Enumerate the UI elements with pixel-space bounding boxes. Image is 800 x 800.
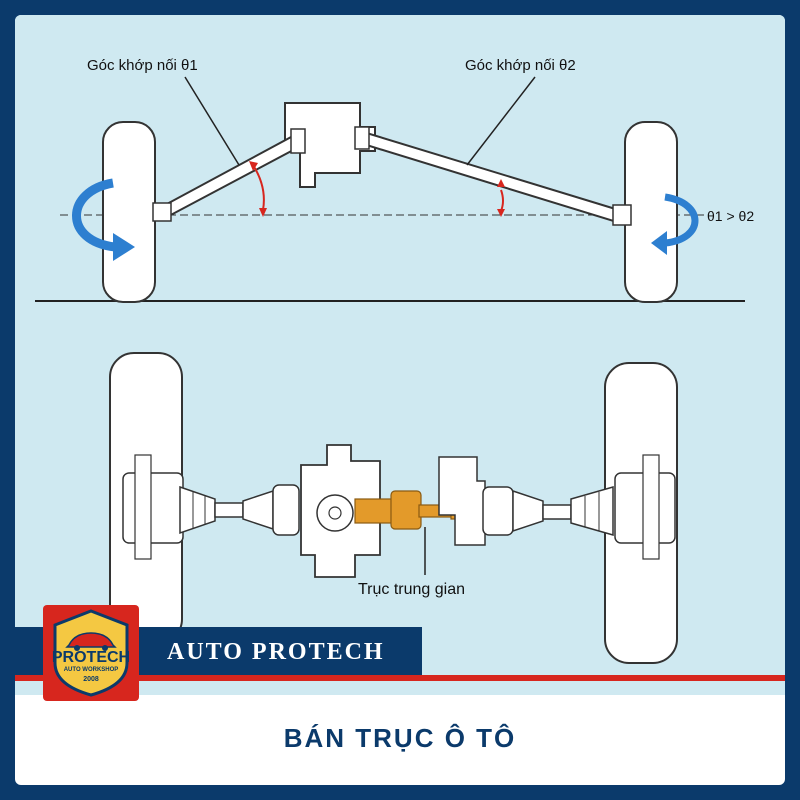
- content-card: Góc khớp nối θ1 Góc khớp nối θ2 θ1 > θ2 …: [15, 15, 785, 785]
- theta2-arrow-bottom: [497, 209, 505, 217]
- theta1-arrow-top: [249, 161, 258, 171]
- right-hub-joint: [612, 204, 632, 226]
- left-hub-joint: [152, 202, 172, 222]
- right-inner-boot: [512, 489, 544, 533]
- bearing-bracket: [438, 456, 486, 546]
- logo-name: PROTECH: [51, 649, 131, 666]
- red-divider: [15, 675, 785, 681]
- angle-compare-label: θ1 > θ2: [707, 208, 755, 224]
- theta1-arc: [252, 164, 265, 211]
- left-hub: [122, 472, 184, 544]
- page-title: BÁN TRỤC Ô TÔ: [283, 723, 517, 753]
- right-outer-boot: [570, 486, 614, 536]
- right-inner-joint: [354, 126, 370, 150]
- logo-tagline: AUTO WORKSHOP: [63, 667, 119, 673]
- drive-shaft-diagram: Góc khớp nối θ1 Góc khớp nối θ2 θ1 > θ2 …: [15, 15, 785, 695]
- right-rotation-arrowhead: [651, 231, 667, 255]
- left-outer-boot: [179, 485, 216, 535]
- intermediate-shaft-yoke: [390, 490, 422, 530]
- left-rotation-arrow: [72, 178, 116, 252]
- right-shaft-bar: [542, 504, 572, 520]
- differential-center: [328, 506, 342, 520]
- theta1-arrow-bottom: [259, 208, 267, 217]
- theta2-arc: [500, 189, 504, 212]
- right-rotation-arrow: [664, 193, 699, 247]
- theta2-leader: [466, 76, 536, 166]
- left-drive-shaft: [163, 134, 299, 219]
- left-wheel-top: [102, 121, 156, 303]
- joint-angle-2-label: Góc khớp nối θ2: [465, 57, 576, 74]
- left-rotation-arrowhead: [113, 233, 135, 261]
- left-inner-boot: [242, 489, 274, 531]
- joint-angle-1-label: Góc khớp nối θ1: [87, 57, 198, 74]
- left-inner-joint: [290, 128, 306, 154]
- protech-logo: PROTECH AUTO WORKSHOP 2008: [43, 605, 139, 701]
- left-inner-cv-joint: [272, 484, 300, 536]
- left-shaft-bar: [214, 502, 244, 518]
- theta1-leader: [184, 76, 240, 166]
- right-inner-cv-joint: [482, 486, 514, 536]
- right-hub-flange: [642, 454, 660, 560]
- logo-year: 2008: [83, 676, 99, 683]
- intermediate-shaft-label: Trục trung gian: [358, 581, 466, 598]
- right-drive-shaft: [359, 129, 624, 225]
- logo-badge-icon: [53, 609, 129, 697]
- left-hub-flange: [134, 454, 152, 560]
- brand-banner-text: AUTO PROTECH: [167, 639, 385, 665]
- theta2-arrow-top: [497, 179, 505, 187]
- right-wheel-top: [624, 121, 678, 303]
- diagram-drawing: [35, 76, 745, 664]
